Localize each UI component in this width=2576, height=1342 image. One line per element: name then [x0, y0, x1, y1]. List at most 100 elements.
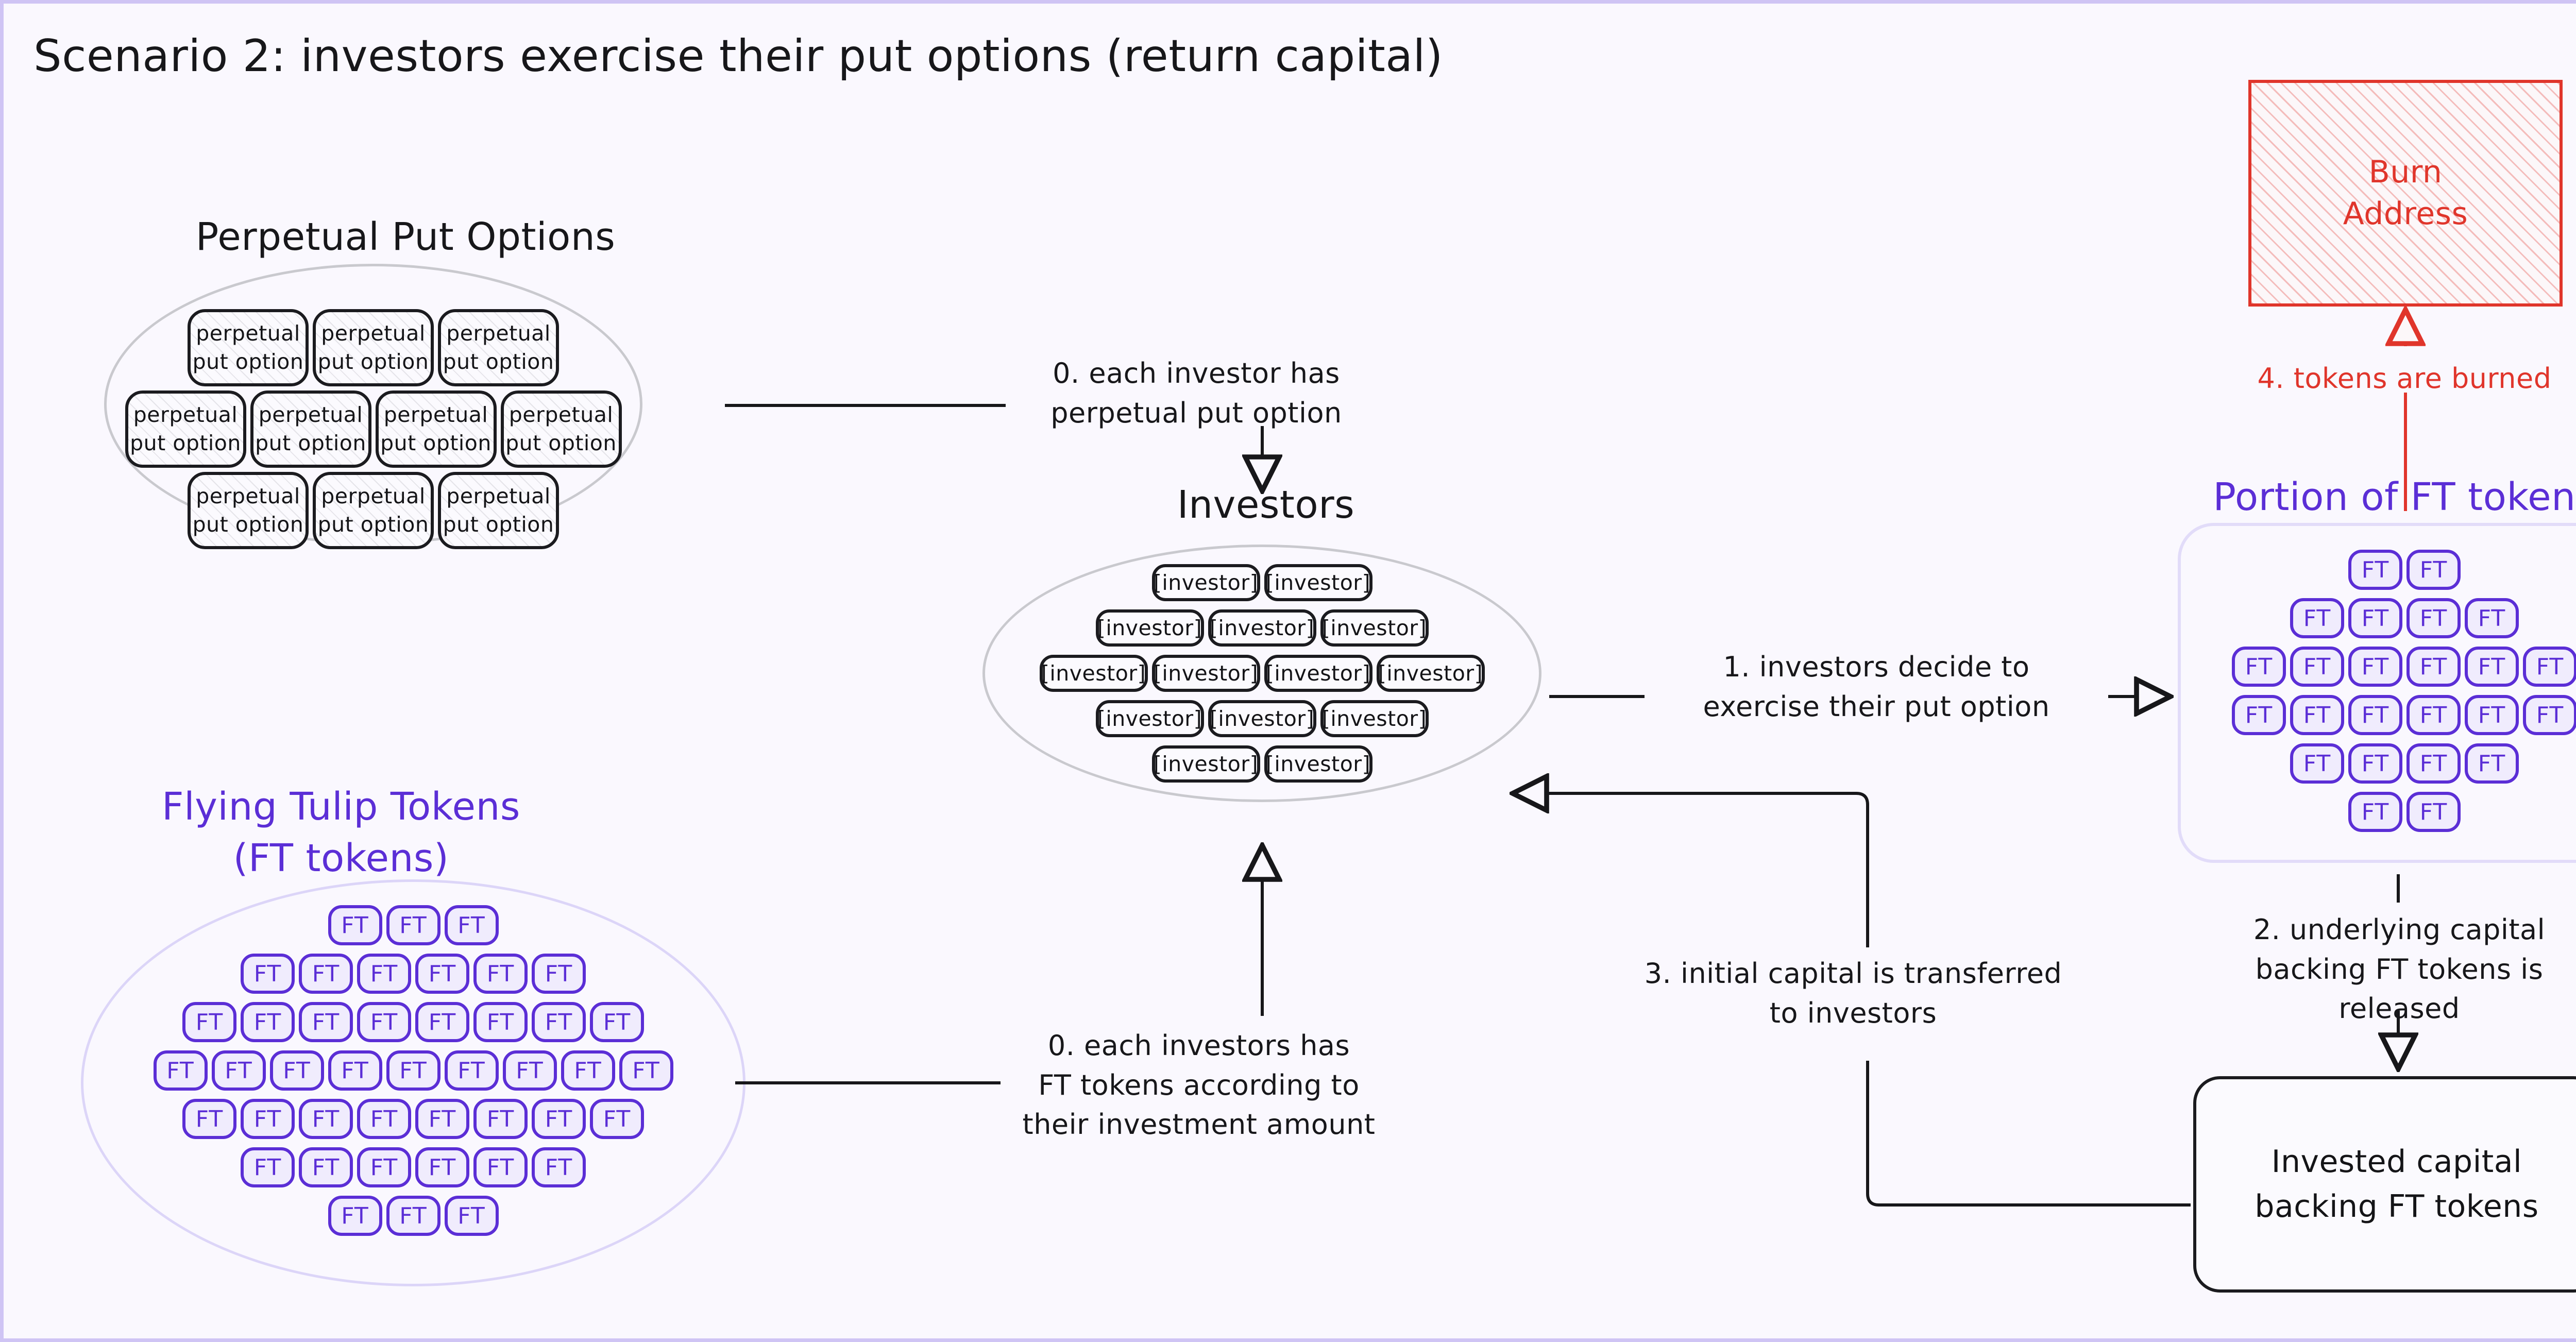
ft-token[interactable]: FT	[532, 1002, 586, 1042]
investor-pill[interactable]: [investor]	[1320, 609, 1429, 647]
ft-token[interactable]: FT	[328, 1196, 382, 1236]
ft-token[interactable]: FT	[328, 1050, 382, 1091]
ft-token[interactable]: FT	[241, 1147, 295, 1187]
investor-pill[interactable]: [investor]	[1264, 655, 1372, 692]
ft-token[interactable]: FT	[241, 954, 295, 994]
ft-token[interactable]: FT	[357, 954, 411, 994]
ft-token[interactable]: FT	[590, 1002, 644, 1042]
ft-token[interactable]: FT	[299, 1147, 353, 1187]
ft-token[interactable]: FT	[299, 954, 353, 994]
ft-token[interactable]: FT	[2348, 550, 2402, 590]
ft-token[interactable]: FT	[2348, 695, 2402, 735]
ft-token[interactable]: FT	[2348, 598, 2402, 638]
ft-token[interactable]: FT	[386, 905, 440, 945]
ft-token[interactable]: FT	[473, 1002, 528, 1042]
ft-token[interactable]: FT	[473, 1099, 528, 1139]
ft-token[interactable]: FT	[2406, 550, 2461, 590]
invested-capital-line1: Invested capital	[2271, 1144, 2522, 1180]
investor-pill[interactable]: [investor]	[1151, 655, 1260, 692]
ft-token[interactable]: FT	[357, 1002, 411, 1042]
ft-token[interactable]: FT	[357, 1147, 411, 1187]
ft-token[interactable]: FT	[2232, 647, 2286, 687]
ft-token[interactable]: FT	[299, 1099, 353, 1139]
ft-token[interactable]: FT	[2290, 598, 2344, 638]
ft-token[interactable]: FT	[444, 1050, 499, 1091]
investor-pill[interactable]: [investor]	[1151, 564, 1260, 601]
investor-pill[interactable]: [investor]	[1095, 609, 1204, 647]
investor-pill[interactable]: [investor]	[1151, 745, 1260, 783]
ft-token[interactable]: FT	[299, 1002, 353, 1042]
ft-token[interactable]: FT	[2348, 647, 2402, 687]
ft-token[interactable]: FT	[619, 1050, 673, 1091]
ft-token[interactable]: FT	[532, 1099, 586, 1139]
ft-token[interactable]: FT	[2465, 743, 2519, 784]
ft-token[interactable]: FT	[2406, 695, 2461, 735]
investor-pill[interactable]: [investor]	[1376, 655, 1485, 692]
ft-token[interactable]: FT	[2290, 695, 2344, 735]
put-option-line1: perpetual	[446, 483, 551, 508]
ft-token[interactable]: FT	[241, 1002, 295, 1042]
ft-token[interactable]: FT	[2348, 743, 2402, 784]
ft-token[interactable]: FT	[2523, 695, 2576, 735]
ft-token[interactable]: FT	[2523, 647, 2576, 687]
put-option-line1: perpetual	[196, 483, 300, 508]
step-2-line2: backing FT tokens is	[2255, 953, 2544, 986]
ft-token[interactable]: FT	[2348, 792, 2402, 832]
ft-token[interactable]: FT	[153, 1050, 208, 1091]
ft-token[interactable]: FT	[386, 1050, 440, 1091]
put-option-line2: put option	[192, 512, 304, 537]
ft-token[interactable]: FT	[2290, 743, 2344, 784]
investor-pill[interactable]: [investor]	[1320, 700, 1429, 737]
ft-token[interactable]: FT	[2406, 598, 2461, 638]
ft-token[interactable]: FT	[415, 1099, 469, 1139]
ft-token[interactable]: FT	[502, 1050, 557, 1091]
ft-token[interactable]: FT	[269, 1050, 324, 1091]
ft-token[interactable]: FT	[532, 1147, 586, 1187]
ft-token[interactable]: FT	[2406, 647, 2461, 687]
ft-token[interactable]: FT	[561, 1050, 615, 1091]
ft-token[interactable]: FT	[2406, 743, 2461, 784]
ft-token[interactable]: FT	[2406, 792, 2461, 832]
ft-token[interactable]: FT	[532, 954, 586, 994]
ft-token[interactable]: FT	[590, 1099, 644, 1139]
ft-token[interactable]: FT	[182, 1002, 236, 1042]
put-option-card[interactable]: perpetual put option	[188, 472, 309, 549]
ft-token[interactable]: FT	[415, 1002, 469, 1042]
ft-token[interactable]: FT	[241, 1099, 295, 1139]
ft-token[interactable]: FT	[2232, 695, 2286, 735]
ft-tokens-group-label: Flying Tulip Tokens (FT tokens)	[94, 782, 588, 885]
ft-token[interactable]: FT	[182, 1099, 236, 1139]
ft-token[interactable]: FT	[2465, 598, 2519, 638]
investor-pill[interactable]: [investor]	[1039, 655, 1148, 692]
investor-pill[interactable]: [investor]	[1208, 700, 1316, 737]
ft-token[interactable]: FT	[473, 954, 528, 994]
investor-pill[interactable]: [investor]	[1095, 700, 1204, 737]
investor-pill[interactable]: [investor]	[1264, 564, 1372, 601]
ft-token[interactable]: FT	[2290, 647, 2344, 687]
ft-token[interactable]: FT	[415, 954, 469, 994]
ft-token[interactable]: FT	[415, 1147, 469, 1187]
ft-token[interactable]: FT	[211, 1050, 266, 1091]
step-3-line1: 3. initial capital is transferred	[1644, 957, 2062, 990]
ft-token[interactable]: FT	[2465, 647, 2519, 687]
ft-token[interactable]: FT	[2465, 695, 2519, 735]
ft-token[interactable]: FT	[444, 905, 499, 945]
ft-token[interactable]: FT	[473, 1147, 528, 1187]
ft-token[interactable]: FT	[328, 905, 382, 945]
investor-pill[interactable]: [investor]	[1208, 609, 1316, 647]
ft-token[interactable]: FT	[444, 1196, 499, 1236]
ft-token[interactable]: FT	[386, 1196, 440, 1236]
investor-pill[interactable]: [investor]	[1264, 745, 1372, 783]
ft-token[interactable]: FT	[357, 1099, 411, 1139]
step-0-put-line1: 0. each investor has	[1053, 357, 1340, 389]
